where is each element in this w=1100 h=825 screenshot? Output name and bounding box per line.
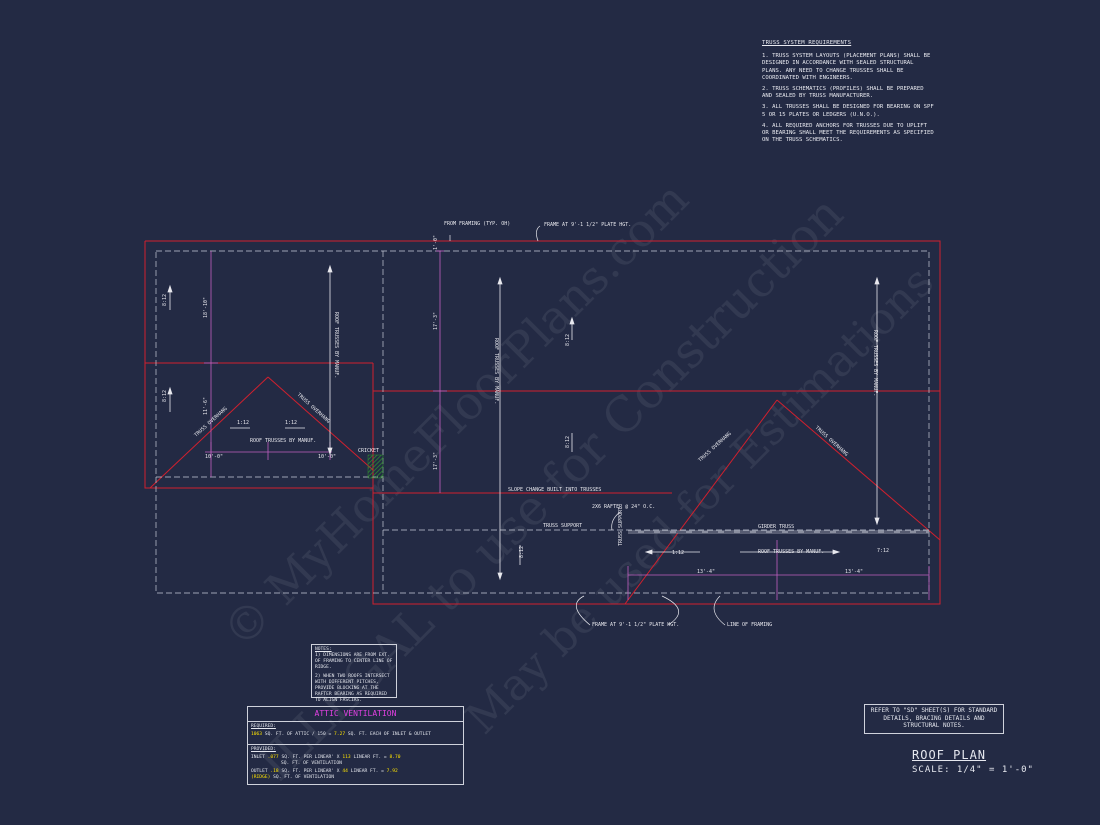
attic-outlet-linear: 44 xyxy=(342,769,348,774)
attic-divider xyxy=(248,744,463,745)
rafter-label: 2X6 RAFTER @ 24" O.C. xyxy=(592,504,655,510)
leader-lines xyxy=(449,225,726,626)
attic-required-tail: SQ. FT. EACH OF INLET & OUTLET xyxy=(347,732,431,737)
pitch-mid-top: 8:12 xyxy=(565,334,571,346)
attic-inlet-linear: 113 xyxy=(342,755,351,760)
attic-provided-label: PROVIDED: xyxy=(251,747,276,752)
dim-13-4-right: 13'-4" xyxy=(845,569,863,575)
dimension-lines xyxy=(204,250,930,600)
attic-outlet-text: SQ. FT. PER LINEAR' x xyxy=(281,769,340,774)
attic-inlet-row: INLET .077 SQ. FT. PER LINEAR' x 113 LIN… xyxy=(251,755,401,761)
pitch-right-gable-1: 1:12 xyxy=(672,550,684,556)
attic-inlet-text: SQ. FT. PER LINEAR' x xyxy=(281,755,340,760)
plan-title: ROOF PLAN xyxy=(912,748,987,762)
roof-trusses-label-left: ROOF TRUSSES BY MANUF. xyxy=(333,312,339,378)
frame-top-label: FRAME AT 9'-1 1/2" PLATE HGT. xyxy=(544,222,631,228)
attic-outlet-total: 7.92 xyxy=(386,769,398,774)
pitch-left-gable-1: 1:12 xyxy=(237,420,249,426)
truss-overhang-right-2: TRUSS OVERHANG xyxy=(814,425,849,458)
refer-note: REFER TO "SD" SHEET(S) FOR STANDARD DETA… xyxy=(864,704,1004,734)
framing-lines xyxy=(155,250,930,594)
attic-required-row: 1063 SQ. FT. OF ATTIC / 150 = 7.27 SQ. F… xyxy=(251,732,431,738)
attic-inlet-total: 8.70 xyxy=(389,755,401,760)
cricket-label: CRICKET xyxy=(358,448,379,454)
dim-10-0-right: 10'-0" xyxy=(318,454,336,460)
attic-outlet-label: OUTLET xyxy=(251,769,268,774)
attic-ventilation-table: ATTIC VENTILATION REQUIRED: 1063 SQ. FT.… xyxy=(247,706,464,785)
roof-trusses-label-right: ROOF TRUSSES BY MANUF. xyxy=(872,330,878,396)
span-arrows xyxy=(167,264,880,581)
truss-requirements-heading: TRUSS SYSTEM REQUIREMENTS xyxy=(762,40,852,46)
dim-17-3-a: 17'-3" xyxy=(433,312,439,330)
attic-inlet-label: INLET xyxy=(251,755,265,760)
roof-trusses-label-lower: ROOF TRUSSES BY MANUF. xyxy=(758,549,824,555)
cricket-hatch xyxy=(367,454,384,479)
plan-scale: SCALE: 1/4" = 1'-0" xyxy=(912,765,1034,775)
attic-required-label: REQUIRED: xyxy=(251,724,276,729)
dim-17-3-b: 17'-3" xyxy=(433,452,439,470)
dim-18-10: 18'-10" xyxy=(203,297,209,318)
dim-11-6: 11'-6" xyxy=(203,397,209,415)
truss-requirements: TRUSS SYSTEM REQUIREMENTS 1. TRUSS SYSTE… xyxy=(762,40,937,148)
truss-overhang-left-2: TRUSS OVERHANG xyxy=(296,392,331,425)
pitch-mid-bottom: 8:12 xyxy=(565,436,571,448)
general-notes-heading: NOTES: xyxy=(315,647,332,652)
general-note-2: 2) WHEN TWO ROOFS INTERSECT WITH DIFFERE… xyxy=(315,674,390,703)
attic-inlet-tail: SQ. FT. OF VENTILATION xyxy=(281,761,342,766)
attic-required-result: 7.27 xyxy=(334,732,346,737)
truss-support-vertical: TRUSS SUPPORT xyxy=(618,507,624,546)
pitch-left-gable-2: 1:12 xyxy=(285,420,297,426)
truss-overhang-right-1: TRUSS OVERHANG xyxy=(697,431,732,464)
attic-outlet-tail-row: (RIDGE) SQ. FT. OF VENTILATION xyxy=(251,775,334,781)
roof-outline xyxy=(144,240,941,605)
line-of-framing-label: LINE OF FRAMING xyxy=(727,622,772,628)
truss-requirement-3: 3. ALL TRUSSES SHALL BE DESIGNED FOR BEA… xyxy=(762,104,934,118)
attic-inlet-rate: .077 xyxy=(267,755,279,760)
roof-trusses-label-mid: ROOF TRUSSES BY MANUF. xyxy=(493,338,499,404)
frame-bottom-label: FRAME AT 9'-1 1/2" PLATE HGT. xyxy=(592,622,679,628)
truss-requirement-2: 2. TRUSS SCHEMATICS (PROFILES) SHALL BE … xyxy=(762,86,924,100)
dim-10-0-left: 10'-0" xyxy=(205,454,223,460)
attic-inlet-text2: LINEAR FT. = xyxy=(353,755,387,760)
truss-requirement-1: 1. TRUSS SYSTEM LAYOUTS (PLACEMENT PLANS… xyxy=(762,53,931,81)
truss-requirement-4: 4. ALL REQUIRED ANCHORS FOR TRUSSES DUE … xyxy=(762,122,934,144)
attic-outlet-row: OUTLET .18 SQ. FT. PER LINEAR' x 44 LINE… xyxy=(251,769,398,775)
girder-truss-label: GIRDER TRUSS xyxy=(758,524,794,530)
slope-change-label: SLOPE CHANGE BUILT INTO TRUSSES xyxy=(508,487,601,493)
truss-support-label: TRUSS SUPPORT xyxy=(543,523,582,529)
from-framing-label: FROM FRAMING (TYP. OH) xyxy=(444,221,510,227)
general-notes: NOTES: 1) DIMENSIONS ARE FROM EXT. OF FR… xyxy=(311,644,397,703)
attic-outlet-rate: .18 xyxy=(270,769,279,774)
attic-ventilation-title: ATTIC VENTILATION xyxy=(248,707,463,722)
roof-trusses-label-horizontal: ROOF TRUSSES BY MANUF. xyxy=(250,438,316,444)
pitch-lower: 8:12 xyxy=(519,546,525,558)
pitch-left-bottom: 8:12 xyxy=(162,390,168,402)
attic-outlet-ridge: (RIDGE) xyxy=(251,775,271,780)
pitch-left-top: 8:12 xyxy=(162,294,168,306)
dim-1-0-top: 1'-0" xyxy=(433,235,439,250)
attic-outlet-text2: LINEAR FT. = xyxy=(350,769,384,774)
attic-required-text: SQ. FT. OF ATTIC / 150 = xyxy=(264,732,332,737)
dim-13-4-left: 13'-4" xyxy=(697,569,715,575)
attic-outlet-tail: SQ. FT. OF VENTILATION xyxy=(273,775,335,780)
attic-required-value: 1063 xyxy=(251,732,263,737)
general-note-1: 1) DIMENSIONS ARE FROM EXT. OF FRAMING T… xyxy=(315,653,393,670)
pitch-right-gable-2: 7:12 xyxy=(877,548,889,554)
